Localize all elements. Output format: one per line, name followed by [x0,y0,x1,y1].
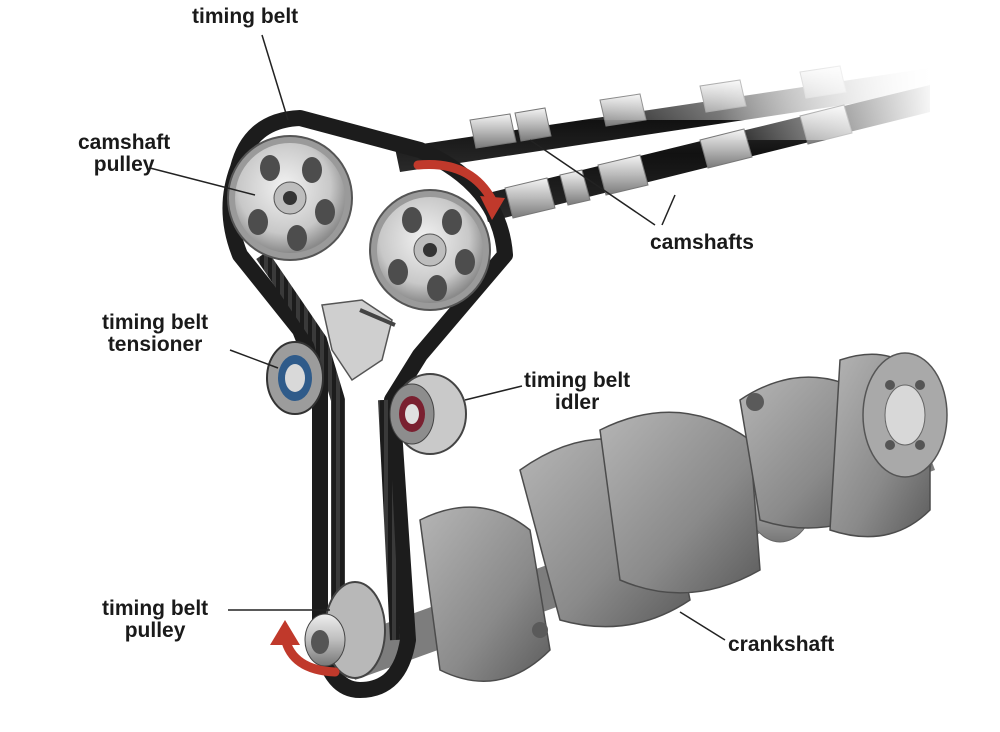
timing-belt-shape [222,110,513,698]
idler-pulley [389,373,467,455]
rotation-arrow-crank [270,620,340,677]
label-camshaft-pulley: camshaft pulley [78,131,171,176]
camshafts-group [395,50,940,222]
right-camshaft-pulley [369,189,491,311]
label-camshafts: camshafts [650,231,754,254]
rotation-arrow-camshaft [413,159,505,220]
label-timing-belt-tensioner: timing belt tensioner [102,311,209,356]
front-camshaft [480,60,940,222]
label-timing-belt: timing belt [192,5,299,28]
label-timing-belt-pulley: timing belt pulley [102,597,209,642]
tensioner-assembly [266,299,396,415]
crankshaft-body [340,352,948,682]
label-timing-belt-idler: timing belt idler [524,369,631,414]
crank-timing-pulley [304,581,386,679]
left-camshaft-pulley [227,135,353,261]
label-crankshaft: crankshaft [728,633,835,656]
leader-lines [149,34,726,641]
